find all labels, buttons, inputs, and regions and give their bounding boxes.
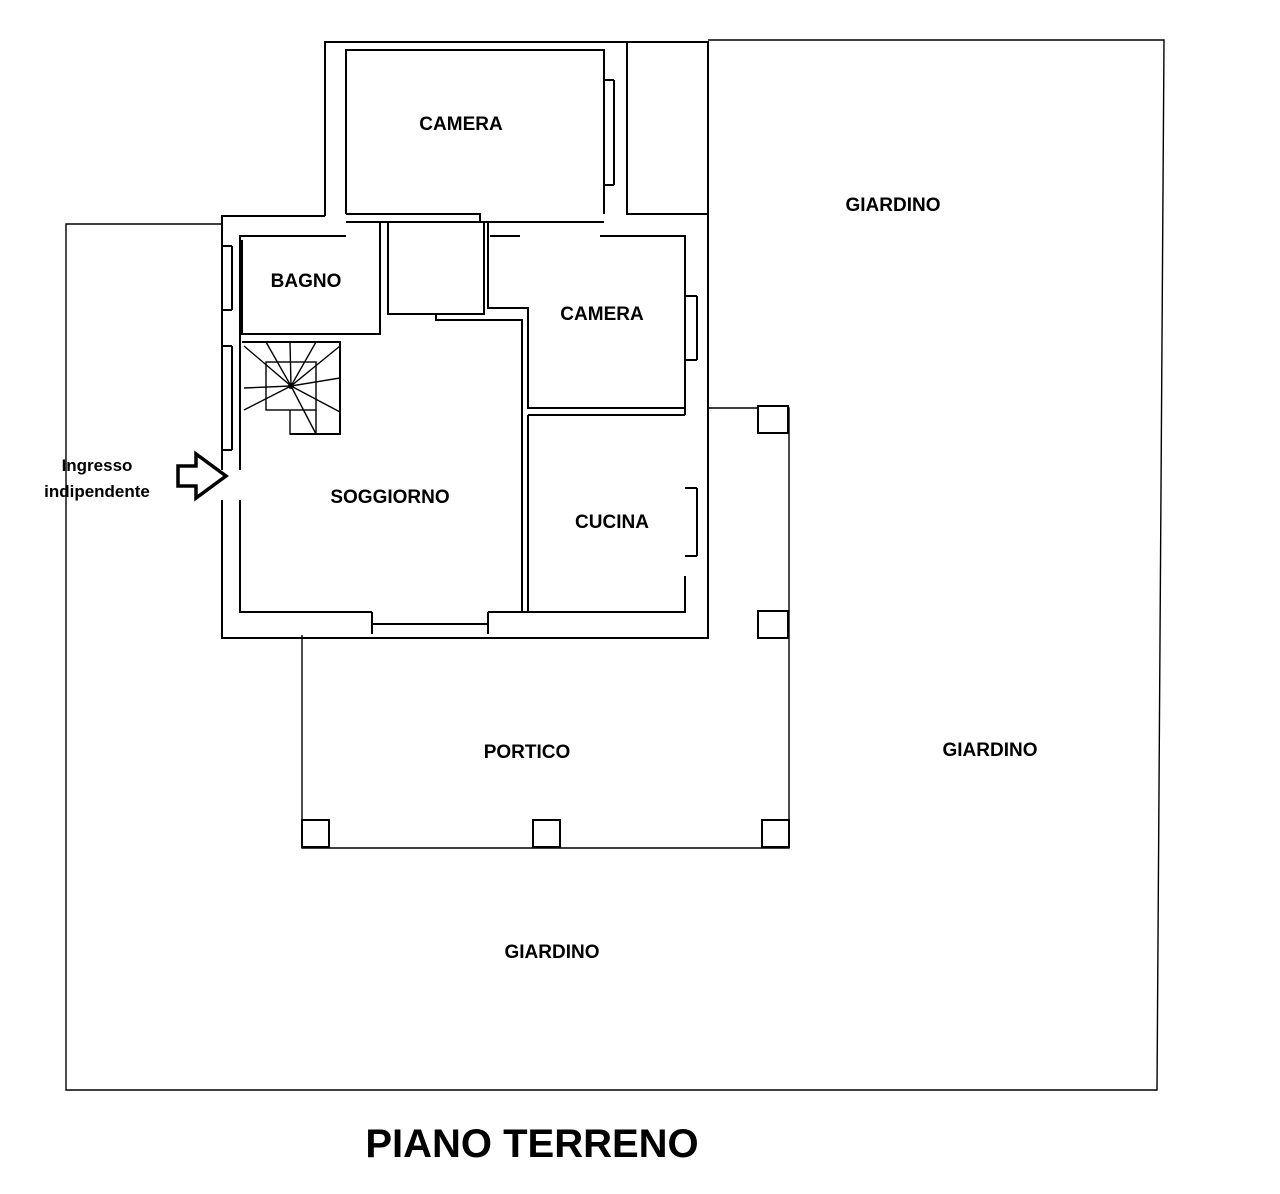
pillar — [761, 819, 790, 848]
room-label-giardino-bottom: GIARDINO — [505, 942, 600, 963]
portico-outline — [301, 407, 790, 849]
plan-title: PIANO TERRENO — [365, 1122, 698, 1166]
entrance-label-line2: indipendente — [44, 482, 150, 501]
entrance-label-line1: Ingresso — [62, 456, 133, 475]
portico-pillars — [301, 405, 790, 848]
pillar — [757, 610, 789, 639]
house-walls — [221, 41, 709, 639]
room-label-cucina: CUCINA — [575, 512, 649, 533]
room-label-soggiorno: SOGGIORNO — [330, 487, 449, 508]
room-label-portico: PORTICO — [484, 742, 571, 763]
pillar — [301, 819, 330, 848]
room-label-giardino-top: GIARDINO — [846, 195, 941, 216]
arrow-right-icon — [176, 450, 229, 502]
room-label-camera-top: CAMERA — [419, 114, 503, 135]
spiral-stairs-icon — [243, 341, 341, 435]
room-label-bagno: BAGNO — [271, 271, 342, 292]
room-label-giardino-right: GIARDINO — [943, 740, 1038, 761]
pillar — [757, 405, 789, 434]
lot-boundary — [65, 39, 1165, 1091]
pillar — [532, 819, 561, 848]
room-label-camera-mid: CAMERA — [560, 304, 644, 325]
